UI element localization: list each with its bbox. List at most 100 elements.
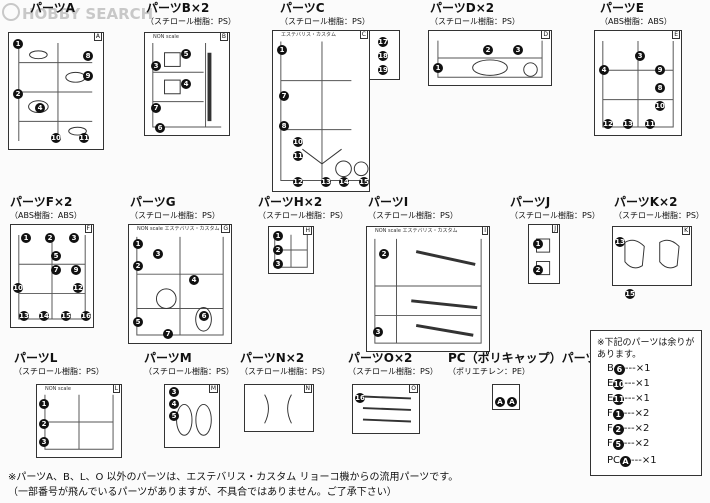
runner-e-tag: E — [672, 30, 680, 39]
part-number: 10 — [655, 101, 665, 111]
part-number: 13 — [321, 177, 331, 187]
part-number: 4 — [35, 103, 45, 113]
part-number: 14 — [39, 311, 49, 321]
part-number: 5 — [51, 251, 61, 261]
part-number: 11 — [293, 151, 303, 161]
part-number: 2 — [45, 233, 55, 243]
spare-row: E10---×1 — [607, 378, 650, 390]
part-number: 17 — [378, 37, 388, 47]
runner-c-header: エステバリス・カスタム — [281, 32, 337, 38]
runner-i-tag: I — [482, 226, 488, 235]
runner-k-tag: K — [682, 226, 690, 235]
part-number: 12 — [293, 177, 303, 187]
part-number: 11 — [79, 133, 89, 143]
runner-i: NON scale エステバリス・カスタム I 2 3 — [366, 226, 490, 352]
part-number: 3 — [151, 61, 161, 71]
part-number: 15 — [61, 311, 71, 321]
runner-l-header: NON scale — [45, 386, 71, 392]
footer-note-2: （一部番号が飛んでいるパーツがありますが、不具合ではありません。ご了承下さい） — [8, 487, 397, 498]
part-number: 1 — [13, 39, 23, 49]
part-e-subtitle: （ABS樹脂：ABS） — [600, 17, 672, 26]
part-number: 8 — [279, 121, 289, 131]
runner-b: NON scale B 3 5 4 7 6 — [144, 32, 230, 136]
runner-m: M 3 4 5 — [164, 384, 220, 448]
part-number: 1 — [273, 231, 283, 241]
part-number: 4 — [169, 399, 179, 409]
part-number: 3 — [513, 45, 523, 55]
part-m-title: パーツM — [144, 351, 192, 365]
part-number: 1 — [21, 233, 31, 243]
watermark: HOBBY SEARCH — [2, 3, 153, 22]
part-h-title: パーツH×2 — [258, 195, 323, 209]
part-number: 7 — [279, 91, 289, 101]
runner-f-drawing — [18, 235, 86, 320]
part-number: 9 — [83, 71, 93, 81]
part-number: 8 — [83, 51, 93, 61]
runner-c-extension: 17 18 19 — [370, 30, 400, 80]
runner-n: N — [244, 384, 314, 432]
runner-b-header: NON scale — [153, 34, 179, 40]
part-a-title: パーツA — [30, 1, 76, 15]
part-j-title: パーツJ — [510, 195, 551, 209]
part-number: 1 — [39, 399, 49, 409]
part-number: 4 — [599, 65, 609, 75]
part-number: 3 — [373, 327, 383, 337]
part-number: 2 — [39, 419, 49, 429]
runner-h-tag: H — [303, 226, 312, 235]
part-d-title: パーツD×2 — [430, 1, 495, 15]
part-l-title: パーツL — [14, 351, 58, 365]
part-number: 15 — [625, 289, 635, 299]
part-number: 1 — [277, 45, 287, 55]
spare-note-title: ※下記のパーツは余りがあります。 — [597, 338, 695, 360]
runner-g-drawing — [136, 236, 224, 336]
runner-m-tag: M — [208, 384, 218, 393]
part-number: 16 — [81, 311, 91, 321]
logo-icon — [2, 3, 20, 21]
part-c-subtitle: （スチロール樹脂：PS） — [280, 17, 370, 26]
part-number: 8 — [655, 83, 665, 93]
part-number: 13 — [623, 119, 633, 129]
part-number: 6 — [199, 311, 209, 321]
runner-j-tag: J — [552, 224, 558, 233]
runner-n-tag: N — [303, 384, 312, 393]
runner-d: D 1 2 3 — [428, 30, 552, 86]
part-number: 15 — [359, 177, 369, 187]
part-b-title: パーツB×2 — [146, 1, 210, 15]
part-number: 3 — [635, 51, 645, 61]
part-d-subtitle: （スチロール樹脂：PS） — [430, 17, 520, 26]
runner-k-drawing — [624, 239, 680, 269]
runner-e: E 3 4 9 8 10 12 13 11 — [594, 30, 682, 136]
runner-h: H 1 2 3 — [268, 226, 314, 274]
part-number: 10 — [51, 133, 61, 143]
part-number: 10 — [293, 137, 303, 147]
part-number: 9 — [655, 65, 665, 75]
runner-o-tag: O — [409, 384, 418, 393]
part-number: 3 — [273, 259, 283, 269]
part-number: 18 — [378, 51, 388, 61]
part-b-subtitle: （スチロール樹脂：PS） — [146, 17, 236, 26]
runner-j: J 1 2 — [528, 224, 560, 284]
runner-n-drawing — [264, 394, 292, 424]
part-number: 9 — [71, 265, 81, 275]
part-number: 12 — [73, 283, 83, 293]
part-number: 2 — [483, 45, 493, 55]
part-number: 4 — [181, 79, 191, 89]
part-number: 4 — [189, 275, 199, 285]
part-number: 12 — [603, 119, 613, 129]
runner-g-tag: G — [221, 224, 230, 233]
runner-a: A 1 8 9 2 4 10 11 — [8, 32, 104, 150]
part-number: 7 — [151, 103, 161, 113]
part-i-subtitle: （スチロール樹脂：PS） — [368, 211, 458, 220]
part-c-title: パーツC — [280, 1, 325, 15]
runner-e-drawing — [602, 40, 674, 128]
part-n-subtitle: （スチロール樹脂：PS） — [240, 367, 330, 376]
watermark-text: HOBBY SEARCH — [22, 5, 154, 23]
part-number: 10 — [13, 283, 23, 293]
part-number: 1 — [433, 63, 443, 73]
